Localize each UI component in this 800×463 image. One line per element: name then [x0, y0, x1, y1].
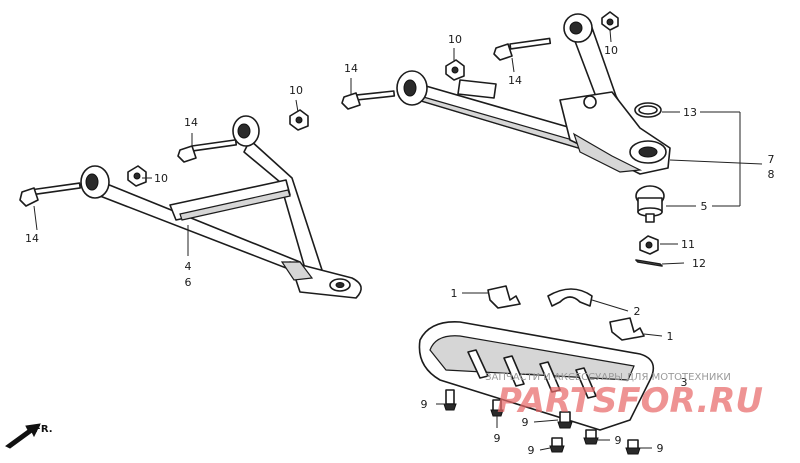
bolt-9b [490, 399, 504, 417]
callout-1: 1 [667, 330, 674, 343]
callout-12: 12 [692, 257, 706, 270]
callout-6: 6 [185, 276, 192, 289]
bolt-9d [549, 437, 565, 453]
callout-10: 10 [448, 33, 462, 46]
callout-10: 10 [604, 44, 618, 57]
bolt-left-rear [177, 139, 238, 163]
bolt-upper-front [341, 90, 396, 110]
callout-13: 13 [683, 106, 697, 119]
nut-upper-front [445, 59, 465, 81]
clamp-1a [487, 285, 521, 309]
snap-ring [634, 102, 662, 118]
callout-9: 9 [528, 444, 535, 457]
callout-11: 11 [681, 238, 695, 251]
callout-10: 10 [289, 84, 303, 97]
clamp-1b [609, 317, 645, 341]
callout-4: 4 [185, 260, 192, 273]
callout-1: 1 [451, 287, 458, 300]
callout-14: 14 [344, 62, 358, 75]
leader-lines [33, 29, 763, 451]
callout-9: 9 [421, 398, 428, 411]
callout-2: 2 [634, 305, 641, 318]
ball-joint [635, 185, 665, 223]
callout-9: 9 [494, 432, 501, 445]
front-direction-label: FR. [34, 424, 53, 435]
castle-nut [639, 235, 659, 255]
callout-10: 10 [154, 172, 168, 185]
upper-arm-right [396, 13, 671, 175]
bolt-9f [625, 439, 641, 455]
bolt-9a [443, 389, 457, 411]
nut-left-rear [289, 109, 309, 131]
front-direction-arrow: FR. [5, 423, 53, 449]
nut-upper-rear [601, 11, 619, 31]
bolt-left-front [19, 182, 82, 207]
callout-9: 9 [522, 416, 529, 429]
cotter-pin [635, 259, 663, 267]
clamp-2 [547, 288, 593, 307]
callout-14: 14 [184, 116, 198, 129]
callout-9: 9 [615, 434, 622, 447]
callout-14: 14 [25, 232, 39, 245]
watermark-tagline: ЗАПЧАСТИ И АКСЕССУАРЫ ДЛЯ МОТОТЕХНИКИ [485, 372, 731, 383]
bolt-9e [583, 429, 599, 445]
callout-14: 14 [508, 74, 522, 87]
callout-8: 8 [768, 168, 775, 181]
callout-9: 9 [657, 442, 664, 455]
callout-7: 7 [768, 153, 775, 166]
callout-3: 3 [681, 376, 688, 389]
watermark-brand: PARTSFOR.RU [497, 381, 763, 421]
bolt-upper-rear [493, 37, 552, 61]
skid-plate [418, 321, 655, 431]
nut-left-front [127, 165, 147, 187]
lower-arm-left [80, 115, 362, 299]
callout-5: 5 [701, 200, 708, 213]
bolt-9c [557, 411, 573, 429]
